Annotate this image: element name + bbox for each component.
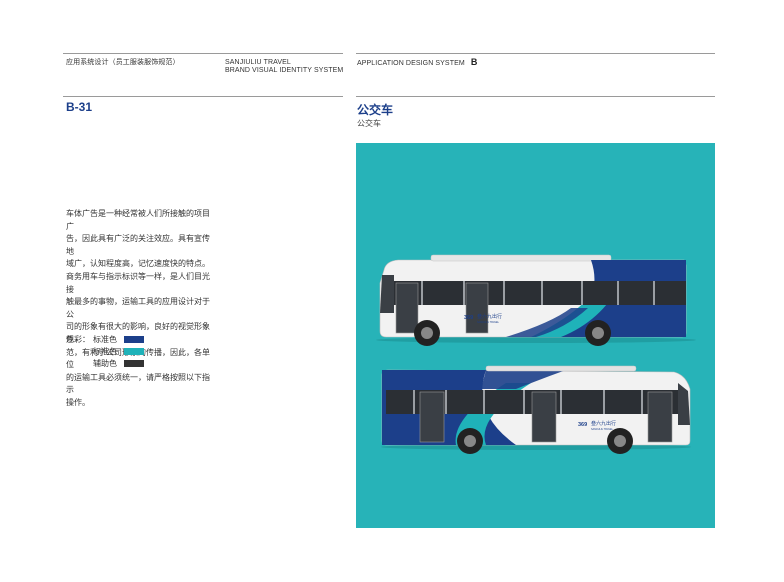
bus-1-logo-sub: SANJIULIU TRAVEL: [477, 321, 500, 324]
bus-2-logo-sub: SANJIULIU TRAVEL: [591, 428, 614, 431]
description-block: 车体广告是一种经常被人们所接触的项目广 告，因此具有广泛的关注效应。具有宣传地 …: [66, 208, 216, 410]
color-row: 色彩： 标准色: [66, 334, 144, 345]
color-name: 标准色: [93, 335, 117, 344]
page-code: B-31: [66, 100, 93, 114]
svg-text:369: 369: [464, 315, 473, 321]
color-label: 色彩：: [66, 335, 90, 344]
description-line: 触最多的事物，运输工具的应用设计对于公: [66, 297, 210, 319]
color-row: 辅助色: [66, 358, 144, 369]
header-brand: SANJIULIU TRAVEL BRAND VISUAL IDENTITY S…: [225, 59, 343, 75]
header-brand-line2: BRAND VISUAL IDENTITY SYSTEM: [225, 67, 344, 74]
header-top-rule-right: [356, 53, 715, 54]
color-row: 标准色: [66, 346, 144, 357]
page-title: 公交车: [357, 103, 394, 117]
description-line: 告，因此具有广泛的关注效应。具有宣传地: [66, 234, 210, 256]
description-line: 域广，认知程度高，记忆速度快的特点。: [66, 259, 210, 269]
header-bottom-rule-right: [356, 96, 715, 97]
svg-text:369: 369: [578, 422, 587, 428]
color-name: 标准色: [93, 347, 117, 356]
color-swatch-dark: [124, 360, 144, 367]
description-line: 车体广告是一种经常被人们所接触的项目广: [66, 209, 210, 231]
description-line: 操作。: [66, 397, 90, 407]
color-swatch-blue: [124, 336, 144, 343]
color-name: 辅助色: [93, 359, 117, 368]
bus-mockup-illustration: 369 叁六九出行 SANJIULIU TRAVEL: [356, 143, 715, 528]
header-right-title: APPLICATION DESIGN SYSTEM B: [357, 58, 477, 68]
header-left-title: 应用系统设计（员工服装服饰规范）: [66, 59, 180, 66]
description-line: 的运输工具必须统一，请严格按照以下指示: [66, 372, 210, 395]
color-swatch-teal: [124, 348, 144, 355]
header-right-section: B: [470, 57, 478, 67]
description-line: 商务用车与指示标识等一样，是人们目光接: [66, 271, 210, 294]
header-right-title-text: APPLICATION DESIGN SYSTEM: [357, 60, 465, 67]
header-brand-line1: SANJIULIU TRAVEL: [225, 59, 291, 66]
page-subtitle: 公交车: [357, 119, 381, 128]
bus-side-view-2: 369 叁六九出行 SANJIULIU TRAVEL: [381, 365, 691, 454]
header-top-rule-left: [63, 53, 343, 54]
bus-2-logo: 叁六九出行: [591, 420, 616, 427]
bus-side-view-1: 369 叁六九出行 SANJIULIU TRAVEL: [376, 254, 696, 346]
description-line: 司的形象有很大的影响，良好的视觉形象规: [66, 322, 210, 344]
color-legend: 色彩： 标准色 标准色 辅助色: [66, 334, 144, 369]
bus-1-logo: 叁六九出行: [477, 313, 502, 320]
header-bottom-rule-left: [63, 96, 343, 97]
bus-mockup-panel: 369 叁六九出行 SANJIULIU TRAVEL: [356, 143, 715, 528]
